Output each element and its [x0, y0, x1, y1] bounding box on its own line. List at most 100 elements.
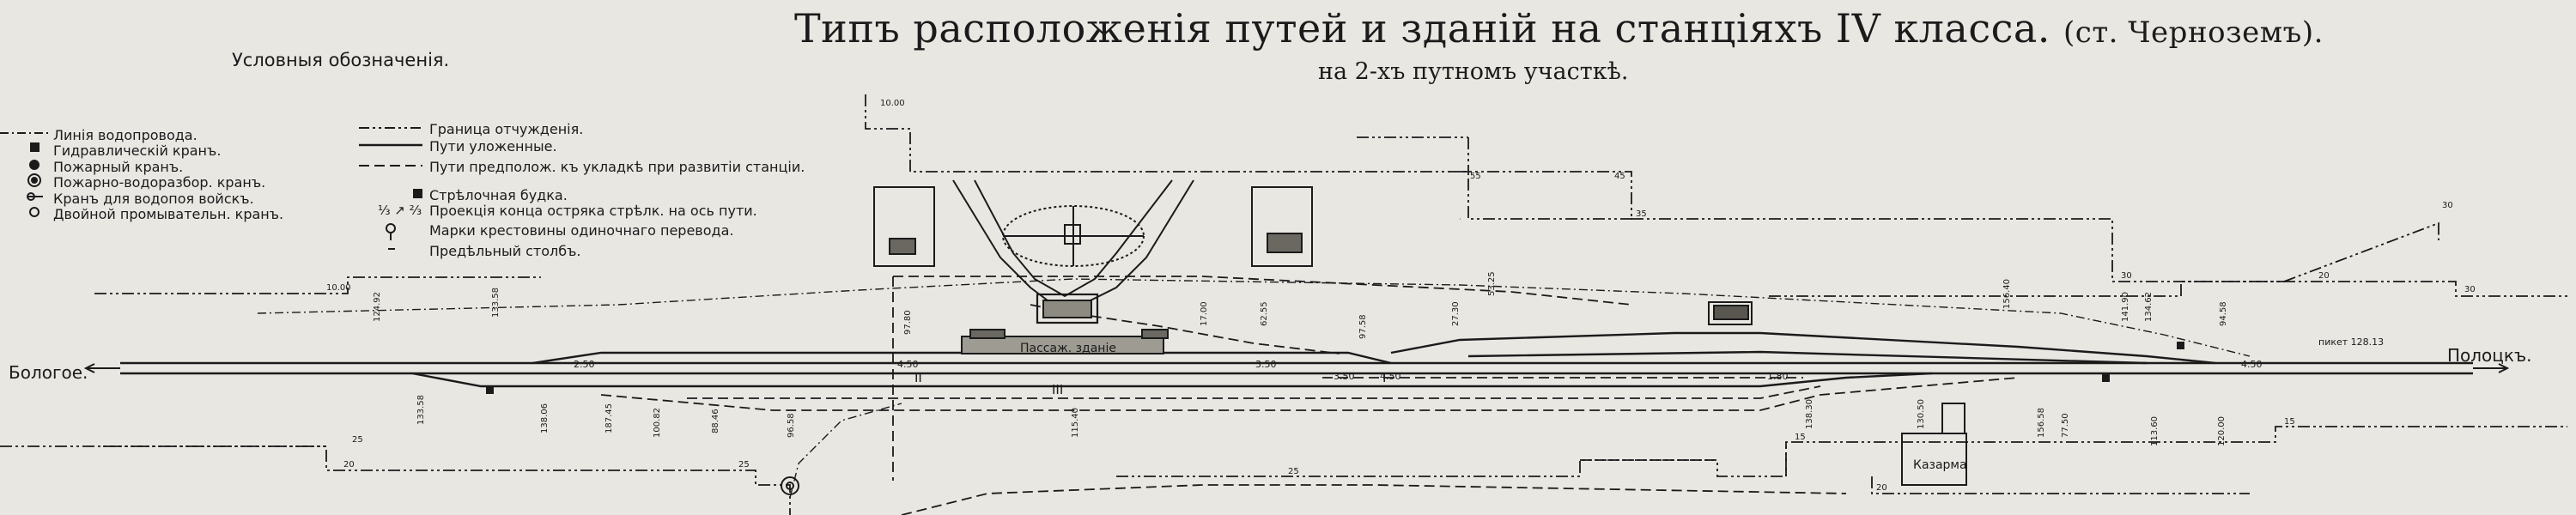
picket-label: 120.00 — [2217, 416, 2227, 446]
picket-label: 134.62 — [2144, 292, 2154, 322]
boundary-mark: 20 — [2318, 271, 2330, 281]
picket-label: 97.58 — [1358, 314, 1368, 339]
water-tank-building — [1036, 293, 1099, 324]
legend-heading: Условныя обозначенія. — [232, 50, 450, 70]
picket-label: 100.82 — [653, 408, 662, 438]
track-number-labels: II III I — [914, 370, 1386, 397]
legend-switch-booth-symbol — [413, 189, 422, 198]
boundary-marks: 10.00 55 45 35 30 20 30 30 10.00 25 20 2… — [326, 99, 2476, 493]
shed-right — [1251, 186, 1313, 267]
legend-hydraulic-crane: Гидравлическій кранъ. — [53, 142, 222, 159]
picket-label: 77.50 — [2061, 413, 2070, 438]
dim-label: 2.50 — [574, 359, 595, 370]
dimension-labels: 2.50 4.50 3.50 3.50 4.50 1.80 4.50 — [574, 359, 2263, 382]
passenger-building-label: Пассаж. зданіе — [1020, 342, 1116, 355]
picket-label: 94.58 — [2219, 301, 2228, 326]
picket-label: 133.58 — [491, 288, 501, 318]
picket-label: 141.90 — [2121, 292, 2130, 322]
end-label-left: Бологое. — [9, 362, 88, 383]
picket-label: 88.46 — [711, 409, 720, 433]
boundary-mark: 25 — [1288, 467, 1299, 476]
title-main: Типъ расположенія путей и зданій на стан… — [794, 5, 2050, 52]
picket-label: 187.45 — [605, 403, 614, 433]
goods-shed — [1708, 301, 1753, 325]
legend-water-line: Линія водопровода. — [53, 127, 197, 143]
boundary-mark: 30 — [2121, 271, 2132, 281]
picket-label: 113.60 — [2150, 416, 2160, 446]
picket-label: 156.58 — [2037, 408, 2046, 438]
dim-label: 4.50 — [2241, 359, 2263, 370]
track-goods-siding — [1390, 331, 2216, 365]
boundary-mark: 25 — [738, 460, 750, 470]
picket-label: 138.30 — [1805, 399, 1814, 429]
passenger-station: Пассаж. зданіе Казарма — [961, 329, 1967, 472]
dim-label: 4.50 — [897, 359, 919, 370]
switch-booths — [486, 342, 2184, 394]
picket-label: 27.30 — [1451, 301, 1461, 326]
picket-label: 53.25 — [1487, 271, 1497, 296]
turntable — [781, 476, 799, 495]
outbuildings — [873, 186, 1967, 486]
boundary-mark: 15 — [2284, 417, 2295, 427]
legend-fire-water-crane: Пожарно-водоразбор. кранъ. — [53, 174, 266, 191]
legend-boundary: Граница отчужденія. — [429, 121, 584, 137]
track-number-II: II — [914, 370, 922, 385]
legend-switch-point-projection: Проекція конца острякa стрѣлк. на ось пу… — [429, 203, 757, 219]
track-number-I: I — [1382, 370, 1386, 385]
legend-fire-water-crane-symbol — [27, 173, 41, 187]
boundary-mark: 45 — [1614, 172, 1625, 181]
boundary-mark: 20 — [1876, 483, 1887, 493]
boundary-mark: 55 — [1470, 172, 1481, 181]
boundary-mark: 30 — [2464, 285, 2476, 294]
planned-tracks — [600, 276, 2019, 515]
boundary-mark: 10.00 — [326, 283, 351, 293]
track-number-III: III — [1052, 382, 1063, 397]
picket-label: 97.80 — [903, 310, 913, 335]
boundary-line-top — [94, 94, 2567, 297]
dim-label: 3.50 — [1255, 359, 1277, 370]
dim-label: 1.80 — [1767, 371, 1789, 382]
barracks-building — [1901, 433, 1967, 486]
picket-label: 62.55 — [1260, 301, 1269, 326]
legend-laid-tracks: Пути уложенные. — [429, 138, 557, 154]
legend-double-flush-crane: Двойной промывательн. кранъ. — [53, 206, 284, 222]
picket-label: 96.58 — [787, 413, 796, 438]
track-siding-3 — [411, 372, 1933, 388]
legend-double-crane-symbol — [29, 207, 39, 217]
legend-frog-marks: Марки крестовины одиночнаго перевода. — [429, 222, 734, 239]
legend-frog-mark-symbol — [386, 223, 396, 233]
dim-label: 3.50 — [1334, 371, 1355, 382]
plan-title: Типъ расположенія путей и зданій на стан… — [794, 5, 2324, 52]
picket-label: 124.92 — [373, 292, 382, 322]
plan-subtitle: на 2-хъ путномъ участкѣ. — [1318, 58, 1629, 85]
boundary-mark: 15 — [1795, 433, 1806, 442]
shed-left — [873, 186, 935, 267]
legend-planned-tracks: Пути предполож. къ укладкѣ при развитіи … — [429, 159, 805, 175]
picket-note: пикет 128.13 — [2318, 336, 2384, 348]
picket-label: 133.58 — [416, 395, 426, 425]
picket-label: 115.40 — [1071, 408, 1080, 438]
picket-label: 130.50 — [1917, 399, 1926, 429]
picket-label: 138.06 — [540, 403, 550, 433]
title-station: (ст. Черноземъ). — [2063, 15, 2324, 50]
platform — [961, 336, 1164, 354]
legend-fire-hydrant-symbol — [29, 160, 39, 170]
water-line — [257, 278, 2251, 499]
dim-label: 4.50 — [1380, 371, 1401, 382]
tracks — [120, 331, 2473, 388]
legend-hydraulic-crane-symbol — [30, 142, 39, 152]
fuel-yard — [952, 179, 1194, 324]
legend-switch-booth: Стрѣлочная будка. — [429, 187, 568, 203]
water-tower-symbol — [1064, 224, 1081, 245]
legend-troop-water-crane: Кранъ для водопоя войскъ. — [53, 191, 254, 207]
picket-labels: 124.92 133.58 133.58 138.06 187.45 100.8… — [373, 271, 2228, 446]
barracks-label: Казарма — [1913, 458, 1967, 472]
end-arrows — [83, 363, 2510, 373]
picket-label: 156.40 — [2002, 279, 2012, 309]
legend-fire-hydrant: Пожарный кранъ. — [53, 159, 184, 175]
legend-switch-projection-symbol: ⅓ ↗ ⅔ — [378, 203, 422, 218]
legend-symbols: ⅓ ↗ ⅔ — [0, 127, 422, 250]
boundary-mark: 10.00 — [880, 99, 905, 108]
